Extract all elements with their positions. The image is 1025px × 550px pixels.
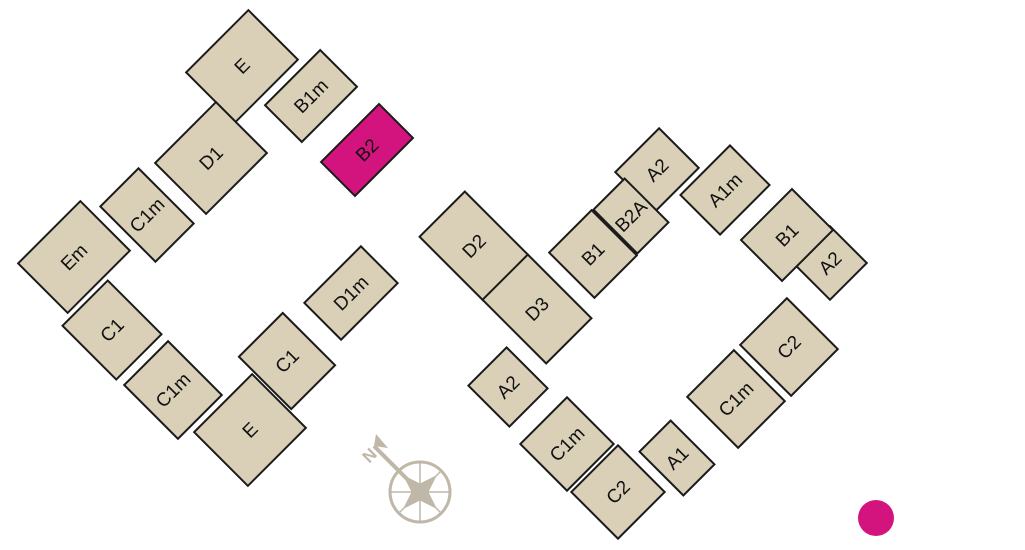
unit-shape[interactable] xyxy=(738,296,840,398)
unit-b2-highlighted[interactable]: B2 xyxy=(319,102,415,198)
unit-shape[interactable] xyxy=(638,419,716,497)
unit-shape[interactable] xyxy=(153,100,269,216)
unit-shape[interactable] xyxy=(592,177,670,255)
unit-shape[interactable] xyxy=(237,311,337,411)
unit-shape[interactable] xyxy=(319,102,415,198)
unit-shape[interactable] xyxy=(547,208,639,300)
unit-shape[interactable] xyxy=(98,166,196,264)
unit-shape[interactable] xyxy=(302,244,400,342)
compass-north-icon: N xyxy=(359,434,452,524)
unit-shape[interactable] xyxy=(61,279,163,381)
unit-shape[interactable] xyxy=(518,395,616,493)
unit-shape[interactable] xyxy=(263,48,359,144)
unit-shape[interactable] xyxy=(16,199,132,315)
unit-shape[interactable] xyxy=(679,144,771,236)
unit-a1m[interactable]: A1m xyxy=(679,144,771,236)
unit-buildings-layer: EB1mB2D1C1mEmC1C1mEC1D1mD2D3A2C1mC2A1C1m… xyxy=(16,8,869,541)
unit-shape[interactable] xyxy=(481,253,593,365)
unit-a2[interactable]: A2 xyxy=(466,345,550,429)
unit-shape[interactable] xyxy=(122,339,224,441)
unit-shape[interactable] xyxy=(569,443,667,541)
unit-shape[interactable] xyxy=(685,348,787,450)
unit-d1[interactable]: D1 xyxy=(153,100,269,216)
unit-shape[interactable] xyxy=(739,187,835,283)
unit-shape[interactable] xyxy=(184,8,300,124)
unit-shape[interactable] xyxy=(466,345,550,429)
location-marker-dot[interactable] xyxy=(858,500,894,536)
unit-d1m[interactable]: D1m xyxy=(302,244,400,342)
unit-shape[interactable] xyxy=(192,372,308,488)
